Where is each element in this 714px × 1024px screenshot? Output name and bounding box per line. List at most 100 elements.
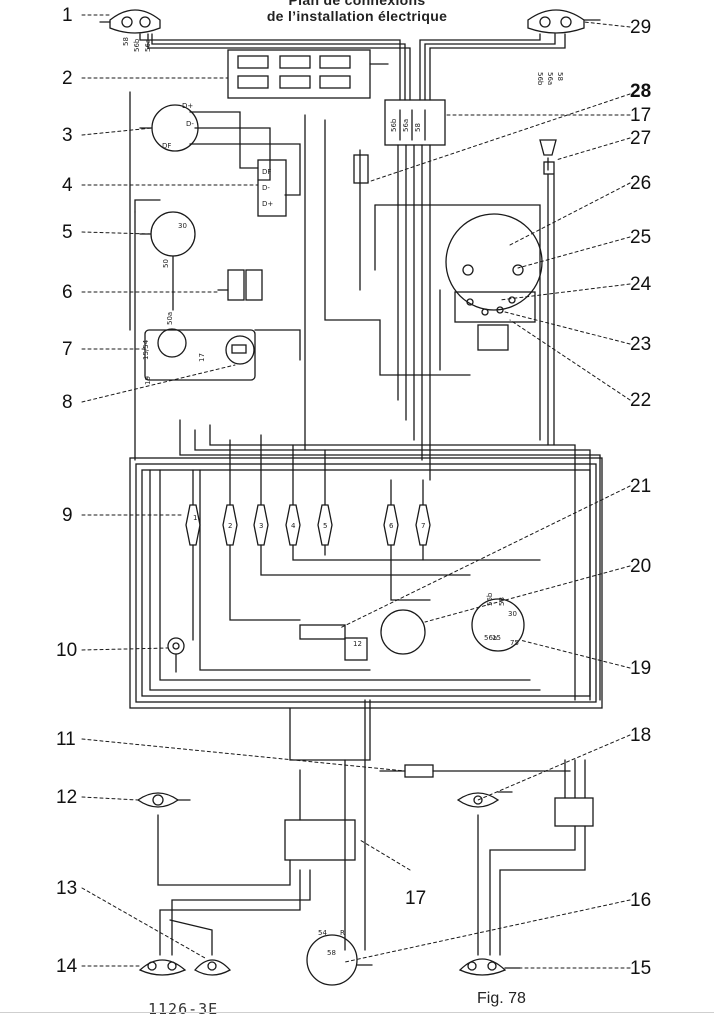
light-switch-terminal: 15 xyxy=(492,634,501,642)
callout-22: 22 xyxy=(630,390,652,411)
headlamp-right xyxy=(527,9,601,34)
headlamp-left-terminal: 56b xyxy=(133,38,141,52)
flasher-unit xyxy=(353,154,369,184)
generator-terminal: D+ xyxy=(182,102,193,110)
headlamp-left-terminal: 58 xyxy=(122,37,130,46)
number-plate-lamp xyxy=(136,792,191,808)
instrument-cluster xyxy=(445,213,543,311)
fuse-number: 5 xyxy=(323,522,327,530)
drawing-code: 1126-3E xyxy=(148,1000,219,1018)
relay-box-top xyxy=(384,99,446,146)
callout-18: 18 xyxy=(630,725,652,746)
relay-terminal: 56b xyxy=(390,118,398,132)
callout-10: 10 xyxy=(56,640,78,661)
generator-terminal: DF xyxy=(162,142,171,150)
starter-motor xyxy=(144,328,256,381)
fuse-number: 3 xyxy=(259,522,263,530)
regulator-terminal: D- xyxy=(262,184,270,192)
callout-14: 14 xyxy=(56,956,78,977)
horn-button xyxy=(217,269,263,301)
light-switch-terminal: 58 xyxy=(498,597,506,606)
callout-15: 15 xyxy=(630,958,652,979)
callout-4: 4 xyxy=(62,175,73,196)
fuse-row xyxy=(185,504,431,546)
switch-cluster xyxy=(454,291,536,351)
light-switch-terminal: 75 xyxy=(510,639,519,647)
light-switch xyxy=(471,598,525,652)
regulator-terminal: D+ xyxy=(262,200,273,208)
trailer-fuse xyxy=(404,764,434,778)
callout-19: 19 xyxy=(630,658,652,679)
callout-17-bottom: 17 xyxy=(405,888,427,909)
indicator-switch xyxy=(299,624,368,661)
switch-terminal: 12 xyxy=(353,640,362,648)
callout-28: 28 xyxy=(630,81,652,102)
relay-terminal: 58 xyxy=(414,123,422,132)
callout-21: 21 xyxy=(630,476,652,497)
starter-side-terminal: 15/54 xyxy=(142,339,150,360)
starter-terminal: 50a xyxy=(166,312,174,325)
headlamp-left xyxy=(99,9,161,34)
callout-25: 25 xyxy=(630,227,652,248)
rear-light-terminal: 58 xyxy=(327,949,336,957)
callout-7: 7 xyxy=(62,339,73,360)
trailer-socket xyxy=(306,934,373,986)
callout-17: 17 xyxy=(630,105,652,126)
callout-27: 27 xyxy=(630,128,652,149)
tail-lamp-left xyxy=(138,959,232,976)
fuse-number: 2 xyxy=(228,522,232,530)
instrument-panel xyxy=(227,49,389,99)
callout-20: 20 xyxy=(630,556,652,577)
callout-leaders xyxy=(81,14,631,969)
battery-terminal: 50 xyxy=(162,259,170,268)
callout-9: 9 xyxy=(62,505,73,526)
diagram-title-line-2: de l’installation électrique xyxy=(266,8,448,24)
light-switch-terminal: 30 xyxy=(508,610,517,618)
light-switch-terminal: 56b xyxy=(486,592,494,606)
light-switch-terminal: 56a xyxy=(484,634,497,642)
callout-1: 1 xyxy=(62,5,73,26)
headlamp-right-terminal: 58 xyxy=(556,72,564,81)
starter-side-terminal: 19 xyxy=(144,376,152,385)
callout-29: 29 xyxy=(630,17,652,38)
callout-23: 23 xyxy=(630,334,652,355)
starter-switch xyxy=(380,609,426,655)
regulator-terminal: DF xyxy=(262,168,271,176)
trailer-connector xyxy=(284,797,594,861)
callout-6: 6 xyxy=(62,282,73,303)
rear-light-terminal: 54 xyxy=(318,929,327,937)
diagram-title-line-1: Plan de connexions xyxy=(288,0,426,8)
callout-26: 26 xyxy=(630,173,652,194)
callout-2: 2 xyxy=(62,68,73,89)
starter-terminal: 17 xyxy=(198,353,206,362)
rear-light-right xyxy=(456,791,513,808)
headlamp-left-terminal: 56a xyxy=(144,39,152,52)
rear-light-terminal: R xyxy=(340,929,345,937)
figure-label: Fig. 78 xyxy=(477,990,526,1007)
callout-8: 8 xyxy=(62,392,73,413)
callout-24: 24 xyxy=(630,274,652,295)
voltage-regulator xyxy=(257,159,287,217)
generator-terminal: D- xyxy=(186,120,194,128)
callout-5: 5 xyxy=(62,222,73,243)
fuse-number: 6 xyxy=(389,522,394,530)
battery-terminal: 30 xyxy=(178,222,187,230)
inspection-lamp-socket xyxy=(167,637,185,673)
horn xyxy=(539,139,557,175)
fuse-box xyxy=(129,457,603,709)
relay-terminal: 56a xyxy=(402,119,410,132)
fuse-number: 4 xyxy=(291,522,296,530)
callout-12: 12 xyxy=(56,787,78,808)
fuse-number: 7 xyxy=(421,522,425,530)
callout-16: 16 xyxy=(630,890,652,911)
fuse-number: 1 xyxy=(193,514,197,522)
tail-lamp-right xyxy=(458,958,521,976)
terminal-labels: 58 56b 56a 56b 56a 58 56b 56a 58 DF D- D… xyxy=(122,37,564,957)
callout-11: 11 xyxy=(56,729,76,750)
headlamp-right-terminal: 56a xyxy=(546,72,554,85)
page-divider xyxy=(0,1012,714,1013)
headlamp-right-terminal: 56b xyxy=(536,72,544,86)
callout-3: 3 xyxy=(62,125,73,146)
callout-13: 13 xyxy=(56,878,78,899)
